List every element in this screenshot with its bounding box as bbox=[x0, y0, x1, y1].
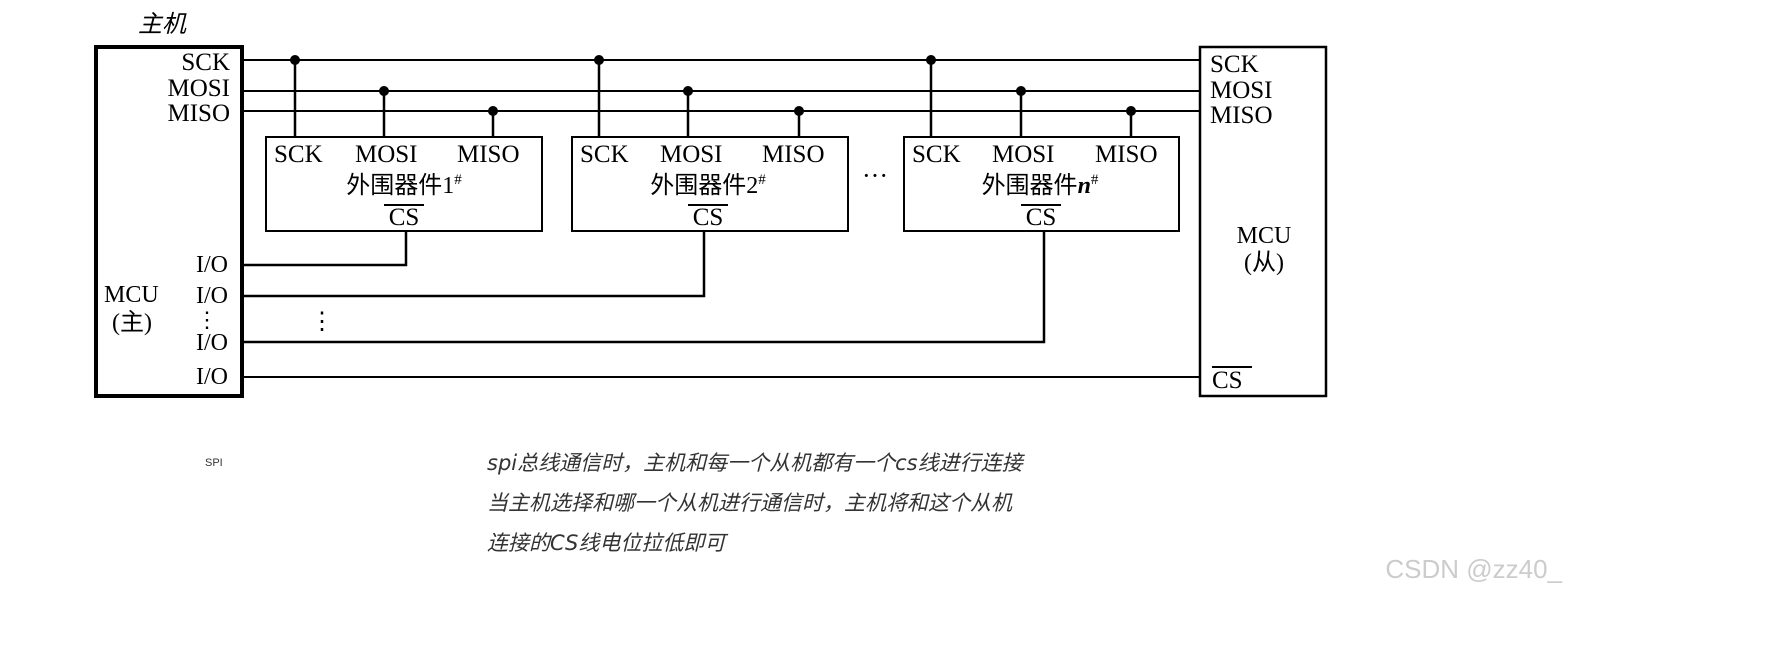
mosi-junction bbox=[1016, 86, 1026, 96]
master-box bbox=[94, 45, 244, 398]
sck-junction bbox=[926, 55, 936, 65]
cs-wire-2 bbox=[242, 231, 706, 298]
cs-wire-n bbox=[242, 231, 1046, 344]
slave-cs-pin: CS bbox=[1212, 367, 1243, 394]
peripheral-box bbox=[903, 136, 1180, 232]
miso-junction bbox=[794, 106, 804, 116]
peripheral-index: 1 bbox=[442, 173, 454, 199]
peripheral-suffix: # bbox=[454, 172, 462, 188]
master-mosi-label: MOSI bbox=[167, 75, 230, 102]
sck-junction bbox=[594, 55, 604, 65]
io-label-1: I/O bbox=[196, 252, 228, 278]
peripheral-sck-pin: SCK bbox=[580, 141, 629, 168]
io-label-2: I/O bbox=[196, 283, 228, 309]
io-label-4: I/O bbox=[196, 364, 228, 390]
peripheral-miso-pin: MISO bbox=[1095, 141, 1158, 168]
peripheral-mosi-pin: MOSI bbox=[992, 141, 1055, 168]
master-role-label: (主) bbox=[112, 309, 152, 336]
peripheral-n: SCK MOSI MISO 外围器件n# CS bbox=[903, 55, 1180, 232]
note-line-3: 连接的CS线电位拉低即可 bbox=[487, 531, 728, 555]
peripheral-1: SCK MOSI MISO 外围器件1# CS bbox=[265, 55, 543, 232]
mosi-junction bbox=[379, 86, 389, 96]
slave-mcu-label: MCU bbox=[1237, 223, 1292, 249]
peripheral-box bbox=[571, 136, 849, 232]
slave-sck-label: SCK bbox=[1210, 51, 1259, 78]
master-caption: 主机 bbox=[138, 10, 187, 38]
master-mcu-label: MCU bbox=[104, 282, 159, 308]
peripheral-index: 2 bbox=[746, 173, 758, 199]
note-line-1: spi总线通信时，主机和每一个从机都有一个cs线进行连接 bbox=[487, 451, 1026, 475]
peripheral-cs-pin: CS bbox=[693, 204, 724, 231]
peripheral-miso-pin: MISO bbox=[457, 141, 520, 168]
peripheral-suffix: # bbox=[1091, 172, 1099, 188]
peripheral-cs-pin: CS bbox=[1026, 204, 1057, 231]
master-vdots: ⋮ bbox=[196, 307, 218, 332]
slave-box bbox=[1198, 45, 1328, 398]
more-peripherals-ellipsis: ··· bbox=[862, 161, 888, 190]
peripheral-box bbox=[265, 136, 543, 232]
peripheral-name: 外围器件1# bbox=[346, 172, 462, 199]
peripheral-2: SCK MOSI MISO 外围器件2# CS bbox=[571, 55, 849, 232]
peripheral-name: 外围器件n# bbox=[982, 172, 1099, 199]
slave-role-label: (从) bbox=[1244, 250, 1284, 276]
master-sck-label: SCK bbox=[181, 49, 230, 76]
note-line-2: 当主机选择和哪一个从机进行通信时，主机将和这个从机 bbox=[487, 491, 1013, 515]
slave-miso-label: MISO bbox=[1210, 102, 1273, 129]
cs-wire-1 bbox=[242, 231, 408, 267]
slave-mosi-label: MOSI bbox=[1210, 77, 1273, 104]
peripheral-suffix: # bbox=[758, 172, 766, 188]
peripheral-cs-pin: CS bbox=[389, 204, 420, 231]
csdn-watermark: CSDN @zz40_ bbox=[1385, 554, 1562, 584]
sck-junction bbox=[290, 55, 300, 65]
io-label-3: I/O bbox=[196, 330, 228, 356]
peripheral-index: n bbox=[1078, 173, 1091, 199]
io-wire-vdots: ⋮ bbox=[310, 309, 334, 335]
peripheral-sck-pin: SCK bbox=[912, 141, 961, 168]
miso-junction bbox=[488, 106, 498, 116]
mosi-junction bbox=[683, 86, 693, 96]
peripheral-mosi-pin: MOSI bbox=[660, 141, 723, 168]
peripheral-mosi-pin: MOSI bbox=[355, 141, 418, 168]
peripheral-miso-pin: MISO bbox=[762, 141, 825, 168]
peripheral-sck-pin: SCK bbox=[274, 141, 323, 168]
spi-small-label: SPI bbox=[205, 457, 223, 469]
master-miso-label: MISO bbox=[167, 100, 230, 127]
peripheral-name: 外围器件2# bbox=[650, 172, 766, 199]
miso-junction bbox=[1126, 106, 1136, 116]
